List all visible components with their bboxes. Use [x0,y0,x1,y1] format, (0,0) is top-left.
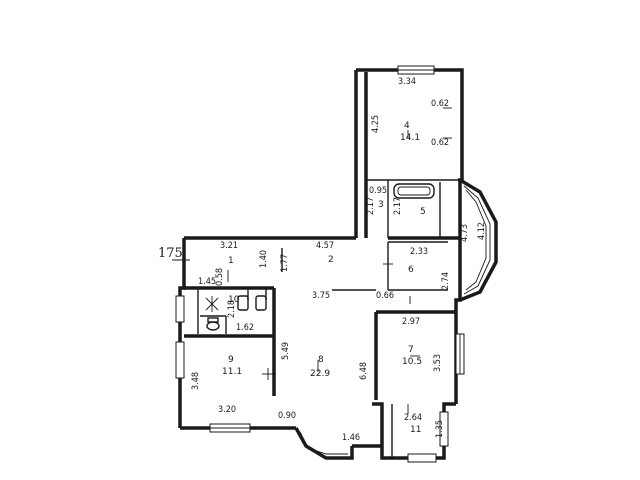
room-9-area: 11.1 [222,367,242,377]
room-10-number: 10 [228,295,240,305]
room-4-area: 14.1 [400,133,420,143]
dim-10-width: 1.62 [236,323,254,333]
vent-symbol [205,296,219,312]
room-7-number: 7 [408,345,414,355]
sink [237,295,267,311]
dim-8-bay: 1.46 [342,433,360,443]
dim-3-left: 2.17 [366,197,376,215]
dim-7-length: 3.53 [433,354,443,372]
dim-1-h1: 1.40 [259,250,269,268]
dim-6-bay2: 4.12 [477,222,487,240]
dim-6-door: 0.66 [376,291,394,301]
room-7-area: 10.5 [402,357,422,367]
dim-3-width: 0.95 [369,186,387,196]
dim-8-left: 5.49 [281,342,291,360]
room-2-number: 2 [328,255,334,265]
dim-6-length: 2.74 [441,272,451,290]
dim-3-right: 2.17 [393,197,403,215]
dim-11-length: 1.35 [435,420,445,438]
dim-4-width: 3.34 [398,77,416,87]
dim-9-length: 3.48 [191,372,201,390]
dim-4-w1: 0.62 [431,99,449,109]
room-1-number: 1 [228,256,234,266]
toilet [206,317,220,331]
dim-4-length: 4.25 [371,115,381,133]
dim-6-bay1: 4.73 [460,224,470,242]
dim-7-width: 2.97 [402,317,420,327]
room-8-area: 22.9 [310,369,330,379]
room-3-number: 3 [378,200,384,210]
dim-1-h2: 1.77 [280,254,290,272]
dim-1-width: 3.21 [220,241,238,251]
room-11-number: 11 [410,425,421,435]
dim-6-width: 2.33 [410,247,428,257]
east-bay-window [459,178,498,302]
dim-1-w3: 0.58 [215,268,225,286]
dim-11-width: 2.64 [404,413,422,423]
dim-10-length: 2.18 [227,300,237,318]
dim-2-width: 4.57 [316,241,334,251]
room-9-number: 9 [228,355,234,365]
room-6-number: 6 [408,265,414,275]
plan-label: 175 [158,246,183,261]
south-bay-window [294,427,354,460]
area-markers [172,107,452,414]
room-8-number: 8 [318,355,324,365]
dim-8-door: 0.90 [278,411,296,421]
windows [175,65,465,463]
room-5-number: 5 [420,207,426,217]
dim-2-corridor: 3.75 [312,291,330,301]
dim-4-w2: 0.62 [431,138,449,148]
dim-1-w2: 1.45 [198,277,216,287]
outer-walls [178,68,464,460]
room-4-number: 4 [404,121,410,131]
dim-9-width: 3.20 [218,405,236,415]
dim-8-right: 6.48 [359,362,369,380]
bathtub [393,183,435,199]
